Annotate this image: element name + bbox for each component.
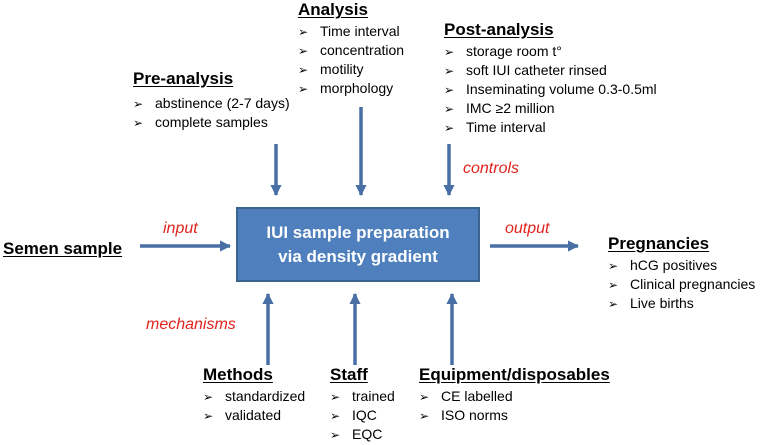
pregnancies-list: hCG positives Clinical pregnancies Live …	[608, 256, 755, 313]
list-item: hCG positives	[608, 256, 755, 275]
input-label: input	[163, 220, 198, 237]
equipment-title: Equipment/disposables	[419, 365, 610, 384]
list-item: concentration	[298, 41, 404, 60]
list-item: soft IUI catheter rinsed	[444, 61, 657, 80]
list-item: ISO norms	[419, 406, 513, 425]
staff-title: Staff	[330, 365, 368, 384]
list-item: Clinical pregnancies	[608, 275, 755, 294]
list-item: CE labelled	[419, 387, 513, 406]
list-item: standardized	[203, 387, 305, 406]
list-item: Live births	[608, 294, 755, 313]
mechanisms-label: mechanisms	[146, 316, 236, 333]
list-item: Inseminating volume 0.3-0.5ml	[444, 80, 657, 99]
equipment-list: CE labelled ISO norms	[419, 387, 513, 425]
pre-analysis-title: Pre-analysis	[133, 69, 234, 88]
analysis-title: Analysis	[298, 0, 368, 19]
pre-analysis-list: abstinence (2-7 days) complete samples	[133, 94, 290, 132]
post-analysis-list: storage room t° soft IUI catheter rinsed…	[444, 42, 657, 137]
list-item: IQC	[330, 406, 395, 425]
semen-sample-title: Semen sample	[3, 239, 123, 258]
pregnancies-title: Pregnancies	[608, 234, 710, 253]
list-item: complete samples	[133, 113, 290, 132]
list-item: trained	[330, 387, 395, 406]
list-item: IMC ≥2 million	[444, 99, 657, 118]
methods-list: standardized validated	[203, 387, 305, 425]
list-item: motility	[298, 60, 404, 79]
staff-list: trained IQC EQC	[330, 387, 395, 444]
controls-label: controls	[463, 160, 520, 177]
list-item: abstinence (2-7 days)	[133, 94, 290, 113]
output-label: output	[505, 220, 550, 237]
methods-title: Methods	[203, 365, 273, 384]
list-item: morphology	[298, 79, 404, 98]
process-line-1: IUI sample preparation	[266, 222, 450, 242]
analysis-list: Time interval concentration motility mor…	[298, 22, 404, 98]
list-item: storage room t°	[444, 42, 657, 61]
list-item: validated	[203, 406, 305, 425]
process-line-2: via density gradient	[278, 246, 438, 266]
list-item: EQC	[330, 425, 395, 444]
process-box: IUI sample preparation via density gradi…	[236, 207, 480, 282]
post-analysis-title: Post-analysis	[444, 20, 554, 39]
list-item: Time interval	[298, 22, 404, 41]
list-item: Time interval	[444, 118, 657, 137]
